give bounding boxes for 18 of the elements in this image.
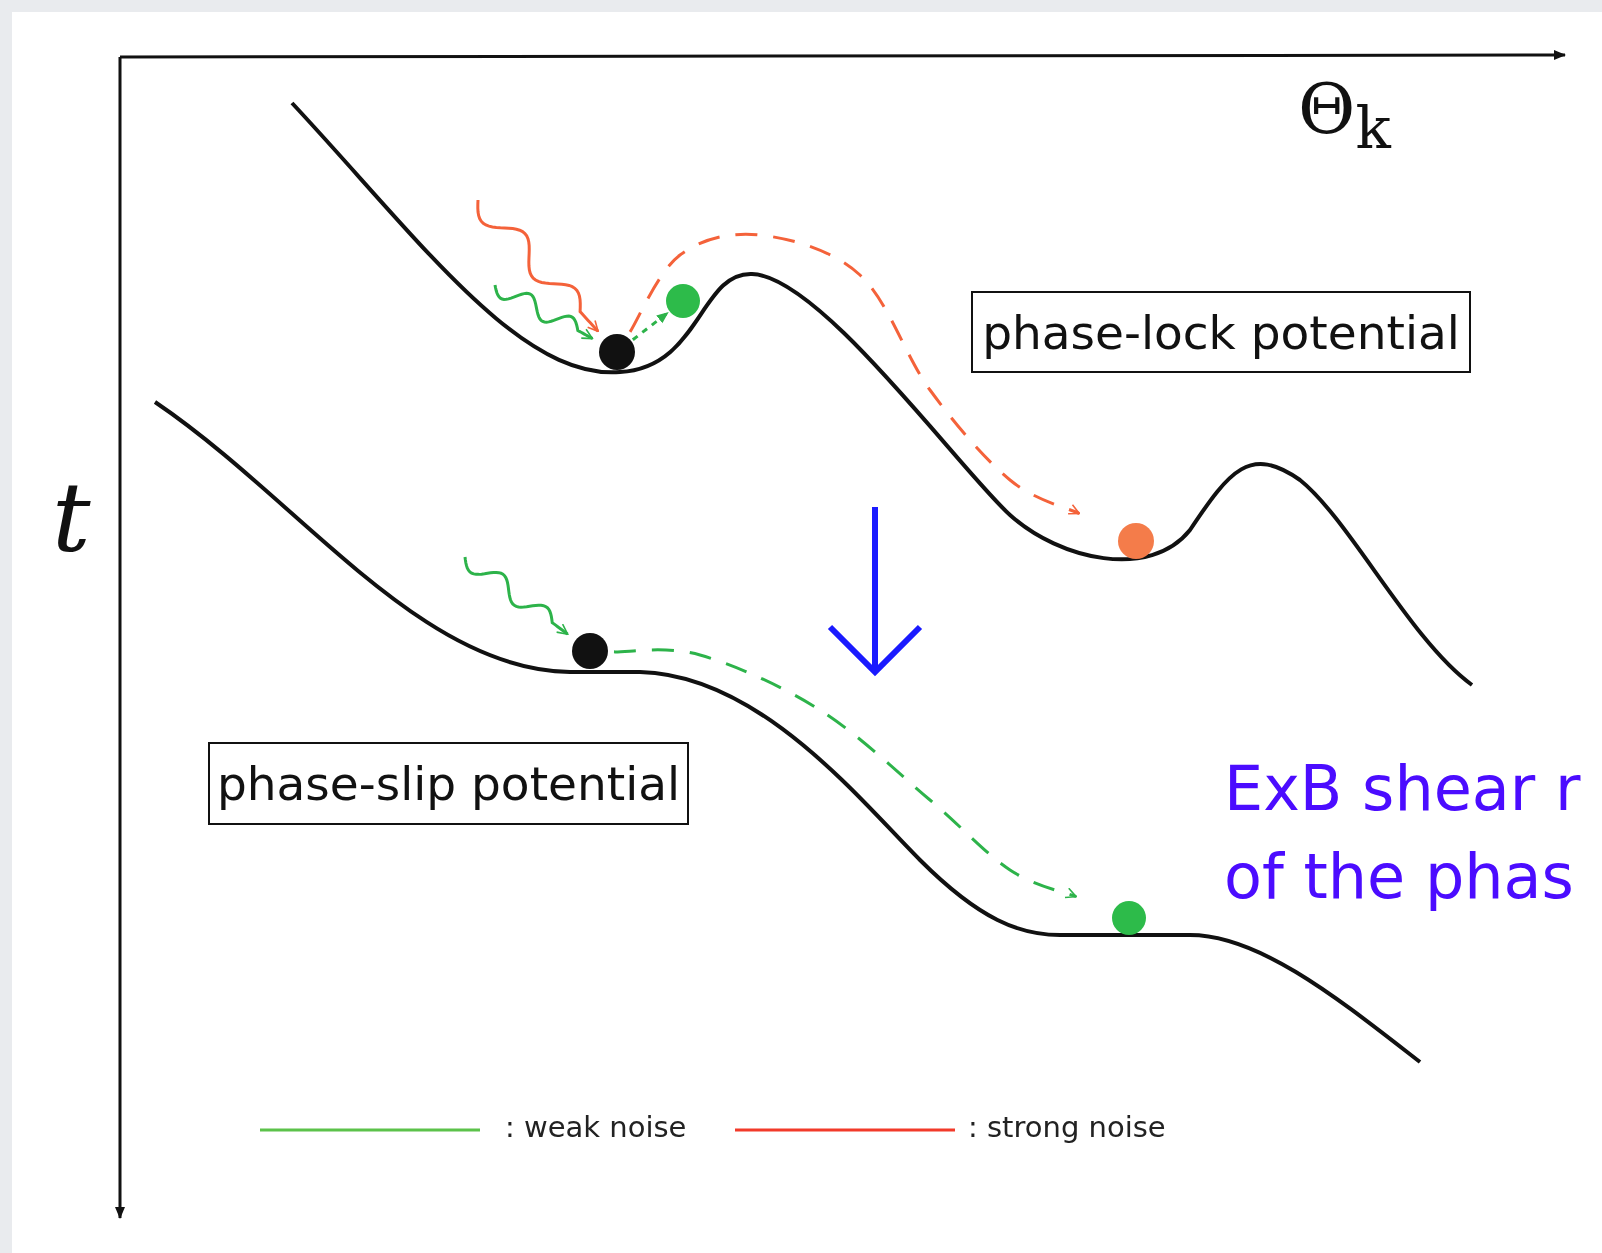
- arrow: [463, 556, 569, 636]
- legend-text: : strong noise: [968, 1110, 1166, 1144]
- label-box: phase-slip potential: [208, 742, 689, 825]
- ball: [572, 633, 608, 669]
- ball: [1118, 523, 1154, 559]
- arrow: [631, 311, 669, 341]
- arrow: [628, 232, 1081, 515]
- arrow: [613, 648, 1077, 899]
- annotation-text: ExB shear r of the phas: [1224, 751, 1582, 915]
- ball: [1112, 901, 1146, 935]
- axis-label: Θ$_{k}$: [1298, 68, 1391, 162]
- ball: [666, 284, 700, 318]
- legend-text: : weak noise: [505, 1110, 687, 1144]
- axis-label: t: [52, 462, 91, 574]
- ball: [599, 334, 635, 370]
- label-box: phase-lock potential: [971, 291, 1471, 373]
- arrow: [476, 199, 600, 333]
- arrow: [493, 284, 594, 340]
